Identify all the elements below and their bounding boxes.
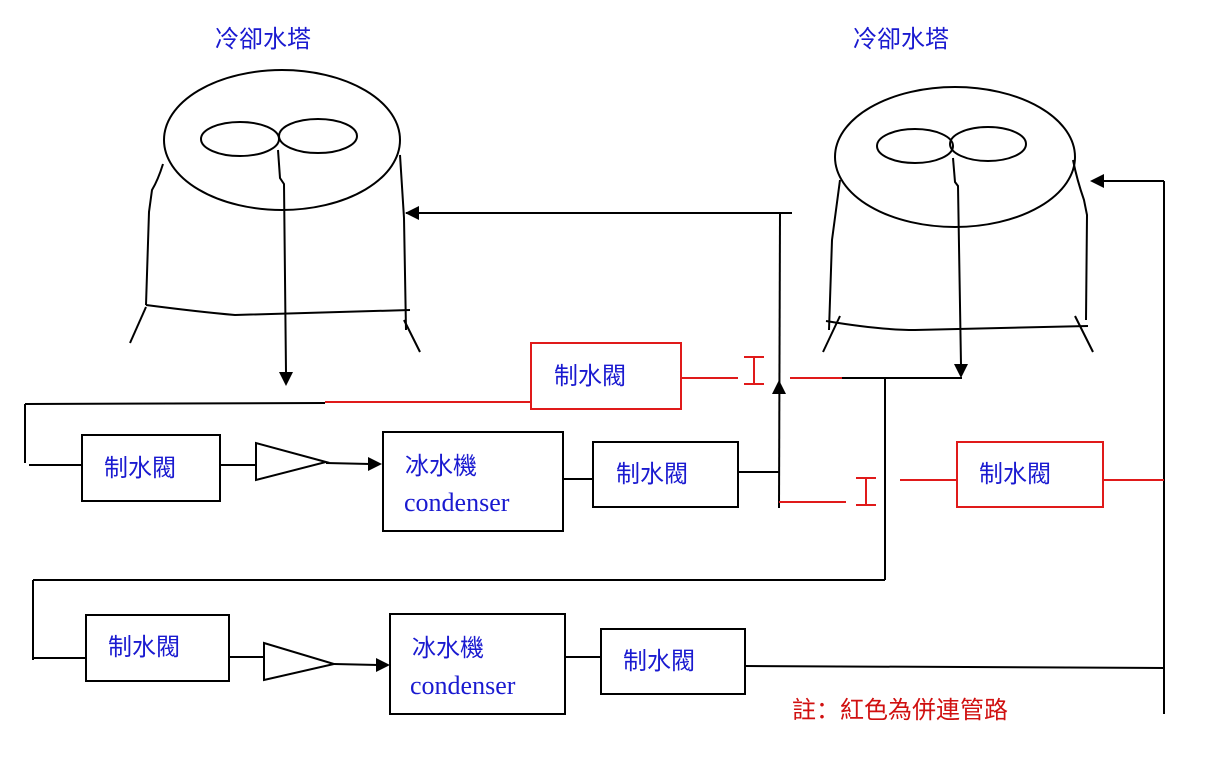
tower-right-base — [825, 320, 1089, 332]
pump-triangle-icon[interactable] — [255, 441, 330, 482]
valve-parallel-top[interactable] — [530, 342, 682, 410]
tower-left-top-ellipse — [163, 69, 401, 211]
valve-label: 制水閥 — [104, 454, 176, 482]
tower-right-leg-right — [1074, 315, 1094, 353]
valve-label: 制水閥 — [108, 633, 180, 661]
legend-note: 註：紅色為併連管路 — [792, 696, 1008, 724]
arrow-right-icon — [368, 457, 382, 471]
valve-label: 制水閥 — [979, 460, 1051, 488]
parallel-pipes — [325, 356, 1164, 506]
tower-left-wall-left — [145, 163, 164, 306]
cooling-tower-right: 冷卻水塔 — [822, 25, 1094, 378]
arrow-down-icon — [954, 364, 968, 378]
chiller-label-zh: 冰水機 — [405, 452, 477, 480]
tower-right-fan-right — [949, 126, 1027, 162]
pump-triangle-icon[interactable] — [263, 641, 338, 682]
valve-row2-outlet[interactable] — [600, 628, 746, 695]
chiller-row-2: 制水閥 冰水機 condenser 制水閥 — [85, 613, 1165, 715]
arrow-up-icon — [772, 380, 786, 394]
tower-right-wall-right — [1072, 159, 1089, 321]
pipe — [325, 462, 371, 465]
tower-left-fan-right — [278, 118, 358, 154]
arrow-left-icon — [1090, 174, 1104, 188]
arrow-down-icon — [279, 372, 293, 386]
valve-row1-inlet[interactable] — [81, 434, 221, 502]
arrow-right-icon — [376, 658, 390, 672]
blind-flange-icon — [856, 477, 876, 506]
chiller-1[interactable] — [382, 431, 564, 532]
tower-left-title: 冷卻水塔 — [215, 25, 311, 53]
tower-left-wall-right — [399, 154, 407, 331]
tower-left-fan-left — [200, 121, 280, 157]
chiller-2[interactable] — [389, 613, 566, 715]
riser-pipe-center — [778, 212, 781, 509]
tower-right-title: 冷卻水塔 — [853, 25, 949, 53]
tower-right-outlet-pipe — [952, 157, 962, 366]
valve-row2-inlet[interactable] — [85, 614, 230, 682]
valve-parallel-right[interactable] — [956, 441, 1104, 508]
supply-header — [24, 377, 962, 660]
tower-right-top-ellipse — [834, 86, 1076, 228]
chiller-label-en: condenser — [410, 671, 516, 700]
tower-right-wall-left — [828, 179, 841, 331]
chiller-label-zh: 冰水機 — [412, 634, 484, 662]
tower-right-leg-left — [822, 315, 841, 353]
tower-left-leg-right — [403, 319, 421, 353]
pipe — [333, 663, 379, 666]
valve-label: 制水閥 — [623, 647, 695, 675]
valve-row1-outlet[interactable] — [592, 441, 739, 508]
tower-left-base — [145, 304, 411, 317]
blind-flange-icon — [744, 356, 764, 385]
arrow-left-icon — [405, 206, 419, 220]
valve-label: 制水閥 — [616, 460, 688, 488]
valve-label: 制水閥 — [554, 362, 626, 390]
supply-pipe-row1 — [24, 402, 326, 405]
pipe-row2-to-riser — [744, 665, 1165, 669]
chiller-label-en: condenser — [404, 488, 510, 517]
tower-right-fan-left — [876, 128, 954, 164]
chiller-row-1: 制水閥 冰水機 condenser 制水閥 — [81, 431, 779, 532]
return-lines — [405, 174, 1165, 714]
tower-left-leg-left — [129, 306, 147, 344]
tower-left-outlet-pipe — [277, 149, 287, 373]
cooling-tower-left: 冷卻水塔 — [129, 25, 421, 386]
